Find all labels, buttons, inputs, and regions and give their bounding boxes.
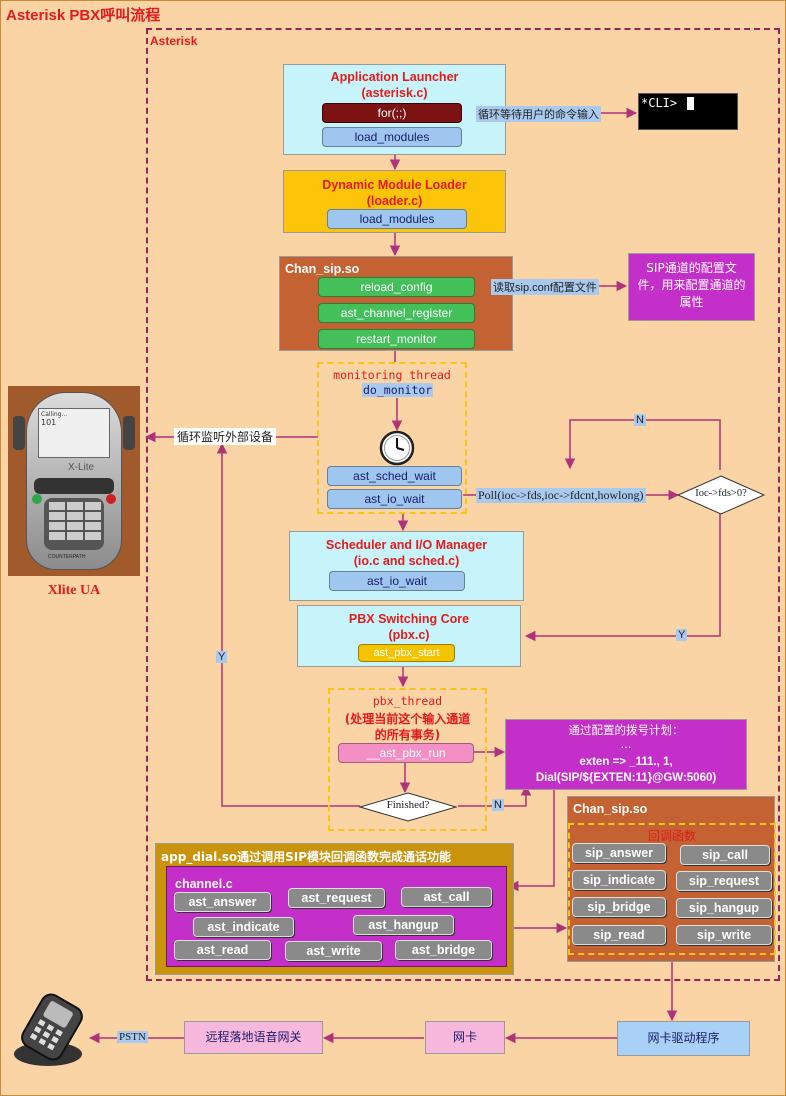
sip-write-pill: sip_write <box>676 925 772 945</box>
loader-file: (loader.c) <box>366 194 423 208</box>
sip-answer-pill: sip_answer <box>572 843 666 863</box>
ast-indicate-pill: ast_indicate <box>193 917 294 937</box>
do-monitor-label: do_monitor <box>362 383 434 397</box>
pbx-thread-box <box>328 688 487 831</box>
xlite-right-wing <box>123 416 135 450</box>
pbx-thread-title: pbx_thread <box>372 694 443 708</box>
asterisk-boundary <box>146 28 780 981</box>
sipconf-note: 读取sip.conf配置文件 <box>491 279 599 295</box>
monitor-ast-io-wait-pill: ast_io_wait <box>327 489 462 509</box>
dialplan-line-1: 通过配置的拨号计划： <box>568 723 684 737</box>
arrow-y-core <box>524 512 721 642</box>
ast-answer-pill: ast_answer <box>174 892 271 912</box>
launcher-file: (asterisk.c) <box>361 86 428 100</box>
nic-driver-box: 网卡驱动程序 <box>617 1021 750 1056</box>
pbx-core-title: PBX Switching Core <box>348 612 470 626</box>
pbx-core-file: (pbx.c) <box>388 628 430 642</box>
restart-monitor-pill: restart_monitor <box>318 329 475 349</box>
poll-note: Poll(ioc->fds,ioc->fdcnt,howlong) <box>476 488 646 503</box>
monitoring-thread-title: monitoring thread <box>333 368 451 382</box>
sip-hangup-pill: sip_hangup <box>676 898 772 918</box>
xlite-brand: X-Lite <box>68 462 95 473</box>
loader-load-modules-pill: load_modules <box>327 209 467 229</box>
app-dial-title: app_dial.so通过调用SIP模块回调函数完成通话功能 <box>161 850 452 864</box>
cli-terminal: *CLI> <box>638 93 738 130</box>
ast-call-pill: ast_call <box>401 887 492 907</box>
decision-n-tag: N <box>634 414 646 426</box>
xlite-ua-label: Xlite UA <box>47 583 101 598</box>
ioc-decision-label: Ioc->fds>0? <box>695 488 747 499</box>
asterisk-boundary-label: Asterisk <box>150 34 198 48</box>
sip-call-pill: sip_call <box>680 845 770 865</box>
xlite-screen-status: Calling... <box>41 411 68 418</box>
cli-note: 循环等待用户的命令输入 <box>476 106 601 122</box>
diagram-title: Asterisk PBX呼叫流程 <box>6 7 161 24</box>
scheduler-ast-io-wait-pill: ast_io_wait <box>329 571 465 591</box>
voice-gateway-box: 远程落地语音网关 <box>184 1021 323 1054</box>
ast-pbx-run-pill: __ast_pbx_run <box>338 743 474 763</box>
scheduler-files: (io.c and sched.c) <box>353 554 460 568</box>
decision-y-tag: Y <box>676 629 688 641</box>
pstn-tag: PSTN <box>117 1031 148 1043</box>
ast-bridge-pill: ast_bridge <box>395 940 492 960</box>
sip-read-pill: sip_read <box>572 925 666 945</box>
launcher-load-modules-pill: load_modules <box>322 127 462 147</box>
dialplan-line-4: Dial(SIP/${EXTEN:11}@GW:5060) <box>535 772 717 784</box>
arrow-finished-y <box>216 442 360 807</box>
channel-c-title: channel.c <box>175 877 233 891</box>
monitoring-thread-box <box>317 362 467 514</box>
loop-note: 循环监听外部设备 <box>174 428 277 445</box>
chan-sip-title: Chan_sip.so <box>285 262 360 276</box>
for-loop-pill: for(;;) <box>322 103 462 123</box>
sip-bridge-pill: sip_bridge <box>572 897 666 917</box>
finished-y-tag: Y <box>216 651 228 663</box>
launcher-title: Application Launcher <box>330 70 459 84</box>
finished-decision-label: Finished? <box>386 799 430 811</box>
arrow-finished-n <box>458 784 532 807</box>
xlite-keypad-grid <box>44 498 104 544</box>
ast-read-pill: ast_read <box>174 940 271 960</box>
ast-pbx-start-pill: ast_pbx_start <box>358 644 455 662</box>
arrow-n-loop <box>564 419 721 470</box>
dialplan-box: 通过配置的拨号计划： ... exten => _111., 1, Dial(S… <box>505 719 747 790</box>
pbx-thread-desc-2: 的所有事务) <box>374 728 441 742</box>
sip-config-file-box: SIP通道的配置文件，用来配置通道的属性 <box>628 253 755 321</box>
nic-box: 网卡 <box>425 1021 505 1054</box>
ast-request-pill: ast_request <box>288 888 385 908</box>
finished-decision-diamond <box>358 792 458 822</box>
scheduler-title: Scheduler and I/O Manager <box>325 538 488 552</box>
xlite-call-button <box>32 494 42 504</box>
clock-icon <box>379 430 415 466</box>
dialplan-line-2: ... <box>620 737 632 751</box>
callback-functions-title: 回调函数 <box>647 829 696 843</box>
reload-config-pill: reload_config <box>318 277 475 297</box>
xlite-maker: COUNTERPATH <box>48 554 86 560</box>
ast-channel-register-pill: ast_channel_register <box>318 303 475 323</box>
module-loader-box: Dynamic Module Loader (loader.c) <box>283 170 506 233</box>
sip-indicate-pill: sip_indicate <box>572 870 666 890</box>
pbx-thread-desc-1: (处理当前这个输入通道 <box>344 712 471 726</box>
loader-title: Dynamic Module Loader <box>322 178 467 192</box>
sip-request-pill: sip_request <box>676 871 772 891</box>
xlite-screen: Calling... 101 <box>38 408 110 458</box>
xlite-keypad <box>44 498 104 550</box>
cli-prompt: *CLI> <box>641 96 678 110</box>
callback-functions-box <box>568 823 776 955</box>
ioc-decision-diamond <box>676 475 766 515</box>
xlite-screen-number: 101 <box>41 418 57 427</box>
ast-hangup-pill: ast_hangup <box>353 915 454 935</box>
chan-sip-callback-title: Chan_sip.so <box>573 802 648 816</box>
xlite-hangup-button <box>106 494 116 504</box>
ast-sched-wait-pill: ast_sched_wait <box>327 466 462 486</box>
xlite-control-row <box>34 478 114 494</box>
arrow-dialplan-appdial <box>507 790 555 892</box>
mobile-phone-icon <box>14 993 83 1066</box>
xlite-softphone: Calling... 101 X-Lite COUNTERPATH <box>8 386 140 576</box>
finished-n-tag: N <box>492 799 504 811</box>
dialplan-line-3: exten => _111., 1, <box>579 756 673 768</box>
cli-cursor <box>687 97 694 110</box>
ast-write-pill: ast_write <box>285 941 382 961</box>
xlite-left-wing <box>13 416 25 450</box>
